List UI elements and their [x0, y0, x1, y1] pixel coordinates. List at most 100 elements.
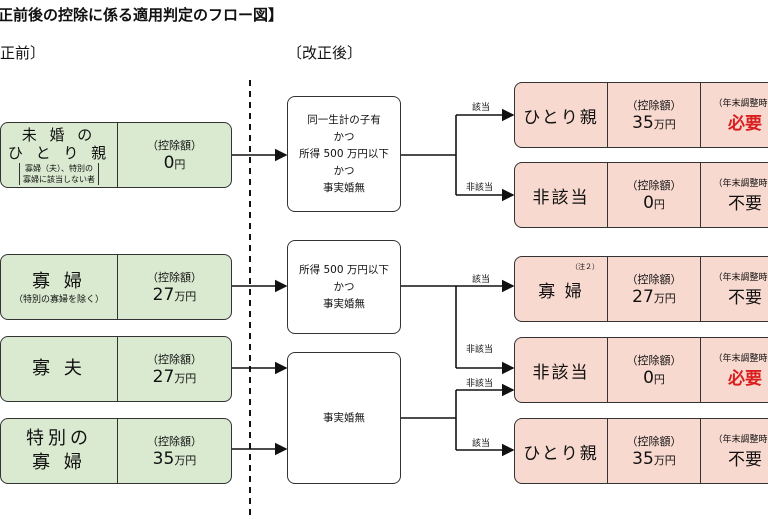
before-box-deduction: （控除額） 27万円: [118, 337, 231, 401]
amount-value: 35: [152, 449, 175, 469]
deduction-label: （控除額）: [626, 435, 682, 448]
status-value: 必要: [728, 369, 762, 389]
deduction-amount: 35万円: [632, 113, 676, 133]
condition-line: 事実婚無: [323, 181, 365, 194]
before-name-line: 寡 婦: [32, 452, 86, 473]
after-box-deduction: （控除額） 0円: [608, 163, 701, 227]
amount-unit: 万円: [653, 454, 676, 467]
after-box-deduction: （控除額） 35万円: [608, 83, 701, 147]
deduction-label: （控除額）: [626, 354, 682, 367]
after-box-deduction: （控除額） 35万円: [608, 419, 701, 483]
header-before: 正前〕: [0, 44, 46, 62]
condition-line: 事実婚無: [323, 297, 365, 310]
branch-label-c1-yes: 該当: [472, 103, 491, 113]
before-sub-line: 寡婦（夫）、特別の: [25, 163, 93, 173]
before-box-name: 特別の 寡 婦: [1, 419, 118, 483]
amount-unit: 万円: [174, 372, 197, 385]
condition-line: 所得 500 万円以下: [299, 263, 389, 276]
amount-value: 27: [152, 285, 175, 305]
amount-unit: 万円: [653, 292, 676, 305]
amount-unit: 万円: [174, 290, 197, 303]
before-box-name: 未 婚 の ひ と り 親 寡婦（夫）、特別の 寡婦に該当しない者: [1, 123, 118, 187]
branch-label-c2-yes: 該当: [472, 275, 491, 285]
after-name-text: 非該当: [532, 187, 590, 208]
deduction-amount: 27万円: [153, 285, 197, 305]
before-name-line: 寡 夫: [32, 358, 86, 379]
before-box-unmarried-single-parent: 未 婚 の ひ と り 親 寡婦（夫）、特別の 寡婦に該当しない者 （控除額） …: [0, 122, 232, 188]
after-box-name: ひとり親: [515, 419, 608, 483]
status-label: （年末調整時の: [713, 273, 768, 283]
deduction-label: （控除額）: [147, 353, 202, 366]
after-name-text: 非該当: [532, 362, 590, 383]
status-value: 不要: [728, 194, 762, 214]
before-name-line: ひ と り 親: [7, 143, 111, 162]
condition-line: 同一生計の子有: [307, 113, 381, 126]
amount-unit: 円: [653, 198, 665, 211]
after-box-not-applicable-2: 非該当 （控除額） 0円 （年末調整時の 必要: [514, 337, 768, 403]
branch-label-c3-no: 非該当: [466, 379, 494, 389]
before-sub-line: （特別の寡婦を除く）: [13, 294, 104, 305]
status-label: （年末調整時の: [713, 179, 768, 189]
amount-value: 35: [632, 113, 654, 133]
after-name-text: ひとり親: [523, 443, 599, 464]
after-box-widow: 寡 婦 （注２） （控除額） 27万円 （年末調整時の 不要: [514, 256, 768, 322]
status-value: 不要: [728, 450, 762, 470]
condition-line: 所得 500 万円以下: [299, 147, 389, 160]
before-box-widower: 寡 夫 （控除額） 27万円: [0, 336, 232, 402]
deduction-amount: 0円: [164, 153, 186, 173]
before-sub-bracket: 寡婦（夫）、特別の 寡婦に該当しない者: [19, 162, 99, 185]
amount-unit: 円: [174, 158, 186, 171]
after-box-status: （年末調整時の 不要: [701, 419, 768, 483]
amount-unit: 万円: [174, 454, 197, 467]
condition-line: かつ: [333, 280, 355, 293]
condition-box-1: 同一生計の子有 かつ 所得 500 万円以下 かつ 事実婚無: [287, 96, 401, 212]
after-name-text: 寡 婦: [538, 281, 584, 302]
before-box-name: 寡 夫: [1, 337, 118, 401]
before-box-widow: 寡 婦 （特別の寡婦を除く） （控除額） 27万円: [0, 254, 232, 320]
status-label: （年末調整時の: [713, 435, 768, 445]
before-box-deduction: （控除額） 0円: [118, 123, 231, 187]
after-box-status: （年末調整時の 不要: [701, 163, 768, 227]
condition-box-2: 所得 500 万円以下 かつ 事実婚無: [287, 240, 401, 334]
deduction-amount: 0円: [643, 193, 665, 213]
status-label: （年末調整時の: [713, 99, 768, 109]
after-box-single-parent-2: ひとり親 （控除額） 35万円 （年末調整時の 不要: [514, 418, 768, 484]
after-box-deduction: （控除額） 27万円: [608, 257, 701, 321]
before-sub-line: 寡婦に該当しない者: [23, 174, 95, 184]
before-name-line: 特別の: [26, 428, 92, 449]
condition-line: かつ: [333, 164, 355, 177]
deduction-label: （控除額）: [626, 273, 682, 286]
amount-value: 27: [632, 287, 654, 307]
amount-value: 0: [643, 193, 654, 213]
status-value: 必要: [728, 114, 762, 134]
status-label: （年末調整時の: [713, 354, 768, 364]
after-box-name: ひとり親: [515, 83, 608, 147]
after-name-text: ひとり親: [523, 107, 599, 128]
deduction-label: （控除額）: [147, 435, 202, 448]
header-after: 〔改正後〕: [287, 44, 363, 62]
status-value: 不要: [728, 288, 762, 308]
condition-line: 事実婚無: [323, 411, 365, 424]
after-box-status: （年末調整時の 必要: [701, 83, 768, 147]
amount-value: 0: [643, 368, 654, 388]
after-box-not-applicable: 非該当 （控除額） 0円 （年末調整時の 不要: [514, 162, 768, 228]
deduction-amount: 35万円: [632, 449, 676, 469]
after-box-status: （年末調整時の 不要: [701, 257, 768, 321]
amount-value: 35: [632, 449, 654, 469]
diagram-title: 正前後の控除に係る適用判定のフロー図】: [0, 6, 284, 24]
after-box-name: 寡 婦 （注２）: [515, 257, 608, 321]
before-name-line: 寡 婦: [32, 270, 86, 292]
deduction-amount: 0円: [643, 368, 665, 388]
deduction-label: （控除額）: [147, 139, 202, 152]
after-box-name: 非該当: [515, 163, 608, 227]
deduction-amount: 35万円: [153, 449, 197, 469]
deduction-label: （控除額）: [626, 99, 682, 112]
deduction-label: （控除額）: [147, 271, 202, 284]
branch-label-c2-no: 非該当: [466, 345, 494, 355]
condition-line: かつ: [333, 130, 355, 143]
note-marker: （注２）: [571, 263, 599, 271]
before-name-line: 未 婚 の: [21, 125, 97, 144]
before-box-name: 寡 婦 （特別の寡婦を除く）: [1, 255, 118, 319]
after-box-deduction: （控除額） 0円: [608, 338, 701, 402]
